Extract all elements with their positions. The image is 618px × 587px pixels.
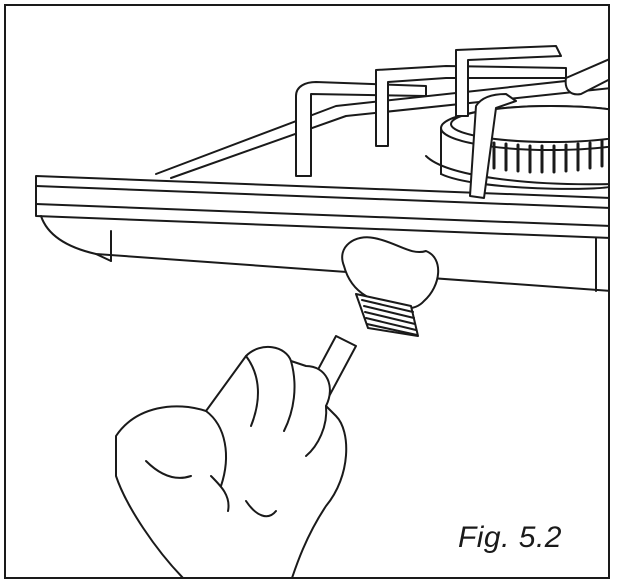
hob-installation-illustration xyxy=(35,45,608,577)
hand xyxy=(115,346,348,577)
hob-frame xyxy=(35,75,608,292)
gas-burner xyxy=(425,105,608,190)
gas-connection-fitting xyxy=(355,293,419,337)
pan-supports xyxy=(295,45,608,199)
figure-frame: Fig. 5.2 xyxy=(4,4,610,579)
figure-caption: Fig. 5.2 xyxy=(457,521,562,554)
